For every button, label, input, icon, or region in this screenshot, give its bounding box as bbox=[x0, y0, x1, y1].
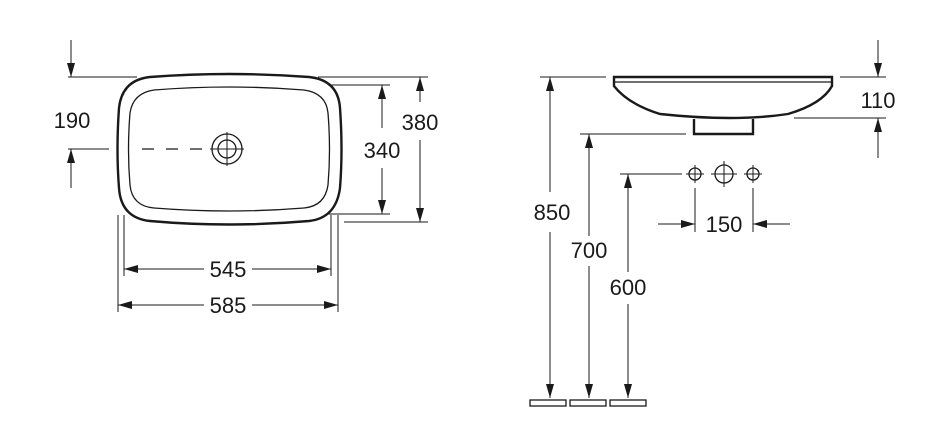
floor-block-2 bbox=[569, 399, 607, 407]
floor-block-3 bbox=[609, 399, 647, 407]
dim-190-label: 190 bbox=[54, 108, 91, 133]
tap-holes bbox=[686, 161, 762, 187]
dim-700-label: 700 bbox=[571, 238, 608, 263]
basin-side-profile bbox=[612, 75, 834, 120]
dim-110-label: 110 bbox=[860, 88, 895, 113]
basin-outer-outline bbox=[116, 72, 343, 226]
dim-850-label: 850 bbox=[534, 200, 571, 225]
dim-150-label: 150 bbox=[706, 212, 743, 237]
floor-block-1 bbox=[529, 399, 567, 407]
dim-340-label: 340 bbox=[364, 138, 401, 163]
dim-380-label: 380 bbox=[402, 110, 439, 135]
drain-body-side bbox=[692, 119, 755, 136]
basin-inner-outline bbox=[127, 86, 331, 212]
dim-600-label: 600 bbox=[610, 275, 647, 300]
top-view: 190 340 380 545 585 bbox=[54, 40, 439, 318]
dim-545-label: 545 bbox=[210, 257, 247, 282]
side-view: 110 150 850 700 bbox=[529, 40, 896, 407]
dim-585-label: 585 bbox=[210, 293, 247, 318]
